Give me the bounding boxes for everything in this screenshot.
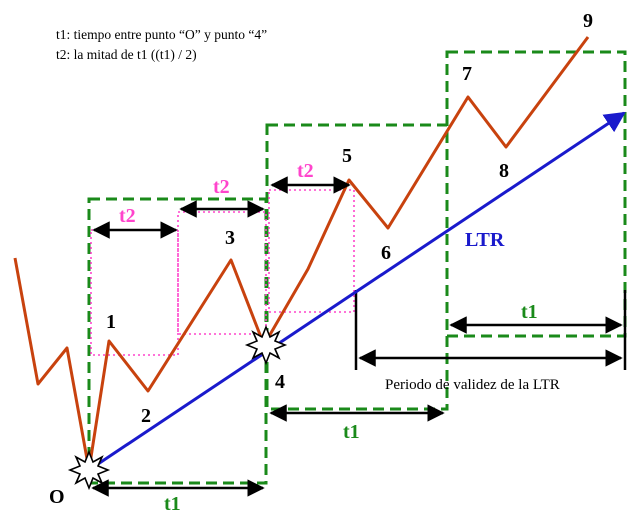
t2-boxes <box>90 189 355 356</box>
t1-label-bottom: t1 <box>164 493 181 513</box>
ltr-label: LTR <box>465 229 505 251</box>
burst-origin <box>67 449 111 491</box>
t2-label-top: t2 <box>213 176 230 198</box>
t2-label-left: t2 <box>119 205 136 227</box>
t2-box-left <box>90 229 179 356</box>
legend-t2: t2: la mitad de t1 ((t1) / 2) <box>56 47 197 62</box>
point-2-label: 2 <box>141 405 151 427</box>
point-o-label: O <box>49 486 65 508</box>
t1-label-middle: t1 <box>343 421 360 443</box>
point-9-label: 9 <box>583 10 593 32</box>
point-8-label: 8 <box>499 160 509 182</box>
point-6-label: 6 <box>381 242 391 264</box>
point-1-label: 1 <box>106 311 116 333</box>
point-3-label: 3 <box>225 227 235 249</box>
t1-label-right: t1 <box>521 301 538 323</box>
point-4-label: 4 <box>275 371 285 393</box>
t1-box-third <box>445 50 627 338</box>
t1-boxes <box>87 50 627 485</box>
ltr-trendline <box>88 111 626 472</box>
point-5-label: 5 <box>342 145 352 167</box>
legend-t1: t1: tiempo entre punto “O” y punto “4” <box>56 27 268 42</box>
validity-label: Periodo de validez de la LTR <box>385 377 560 393</box>
t2-label-right: t2 <box>297 160 314 182</box>
t2-box-right <box>268 189 355 313</box>
interval-arrows <box>91 176 623 497</box>
burst-point-4 <box>244 324 288 366</box>
point-7-label: 7 <box>462 63 472 85</box>
price-line <box>13 36 590 472</box>
